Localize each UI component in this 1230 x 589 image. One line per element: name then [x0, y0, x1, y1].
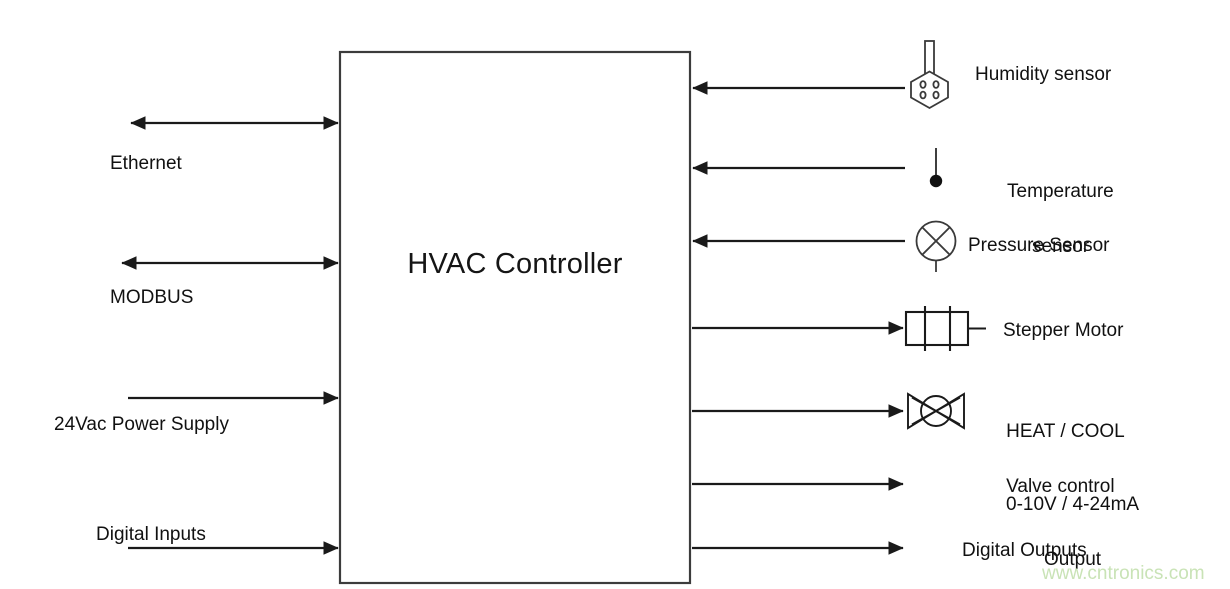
controller-block-title: HVAC Controller: [407, 248, 623, 280]
port-label-valve-control-line1: HEAT / COOL: [1006, 420, 1125, 442]
port-label-temperature-sensor-line1: Temperature: [1007, 180, 1114, 202]
controller-block: [338, 50, 692, 585]
port-label-stepper-motor: Stepper Motor: [1003, 320, 1124, 341]
port-label-valve-control-line2: Valve control: [1006, 475, 1115, 497]
site-watermark: www.cntronics.com: [1042, 563, 1205, 584]
port-label-humidity-sensor: Humidity sensor: [975, 64, 1112, 85]
port-label-temperature-sensor-line2: sensor: [1032, 235, 1090, 257]
port-label-analog-output: 0-10V / 4-24mA Output: [962, 463, 1162, 589]
port-label-valve-control: HEAT / COOL Valve control: [985, 390, 1125, 528]
valve-icon: [907, 392, 965, 430]
port-label-analog-output-line2: Output: [1044, 548, 1102, 570]
port-label-temperature-sensor: Temperature sensor: [965, 150, 1135, 288]
humidity-sensor-icon: [910, 40, 949, 110]
port-label-modbus: MODBUS: [110, 287, 194, 308]
port-label-ethernet: Ethernet: [110, 153, 182, 174]
port-label-digital-outputs: Digital Outputs: [962, 540, 1087, 561]
port-label-pressure-sensor: Pressure Sensor: [968, 235, 1110, 256]
port-label-power-supply: 24Vac Power Supply: [54, 414, 229, 435]
port-label-digital-inputs: Digital Inputs: [96, 524, 206, 545]
pressure-sensor-icon: [915, 220, 957, 272]
port-label-analog-output-line1: 0-10V / 4-24mA: [1006, 493, 1140, 515]
temperature-sensor-icon: [929, 148, 943, 188]
stepper-motor-icon: [904, 306, 986, 351]
